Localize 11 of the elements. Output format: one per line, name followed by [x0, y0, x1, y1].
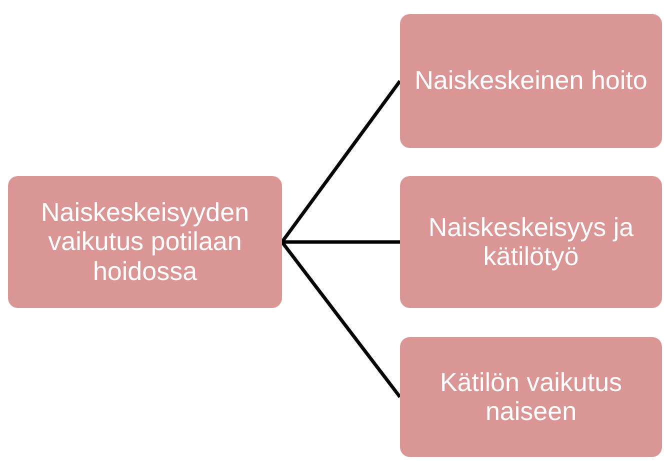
- topic-box: [400, 337, 662, 457]
- topic-label: Kätilön vaikutus naiseen: [438, 368, 624, 426]
- topic-box: [8, 176, 282, 308]
- topic-box: [400, 14, 662, 148]
- topic-label: Naiskeskeisyyden vaikutus potilaan hoidossa: [40, 198, 250, 286]
- topic-label: Naiskeskeisyys ja kätilötyö: [427, 212, 635, 272]
- connector-line: [280, 240, 402, 398]
- connector-line: [282, 240, 400, 244]
- topic-box: [400, 176, 662, 308]
- connector-line: [280, 80, 402, 244]
- topic-label: Naiskeskeinen hoito: [414, 66, 648, 96]
